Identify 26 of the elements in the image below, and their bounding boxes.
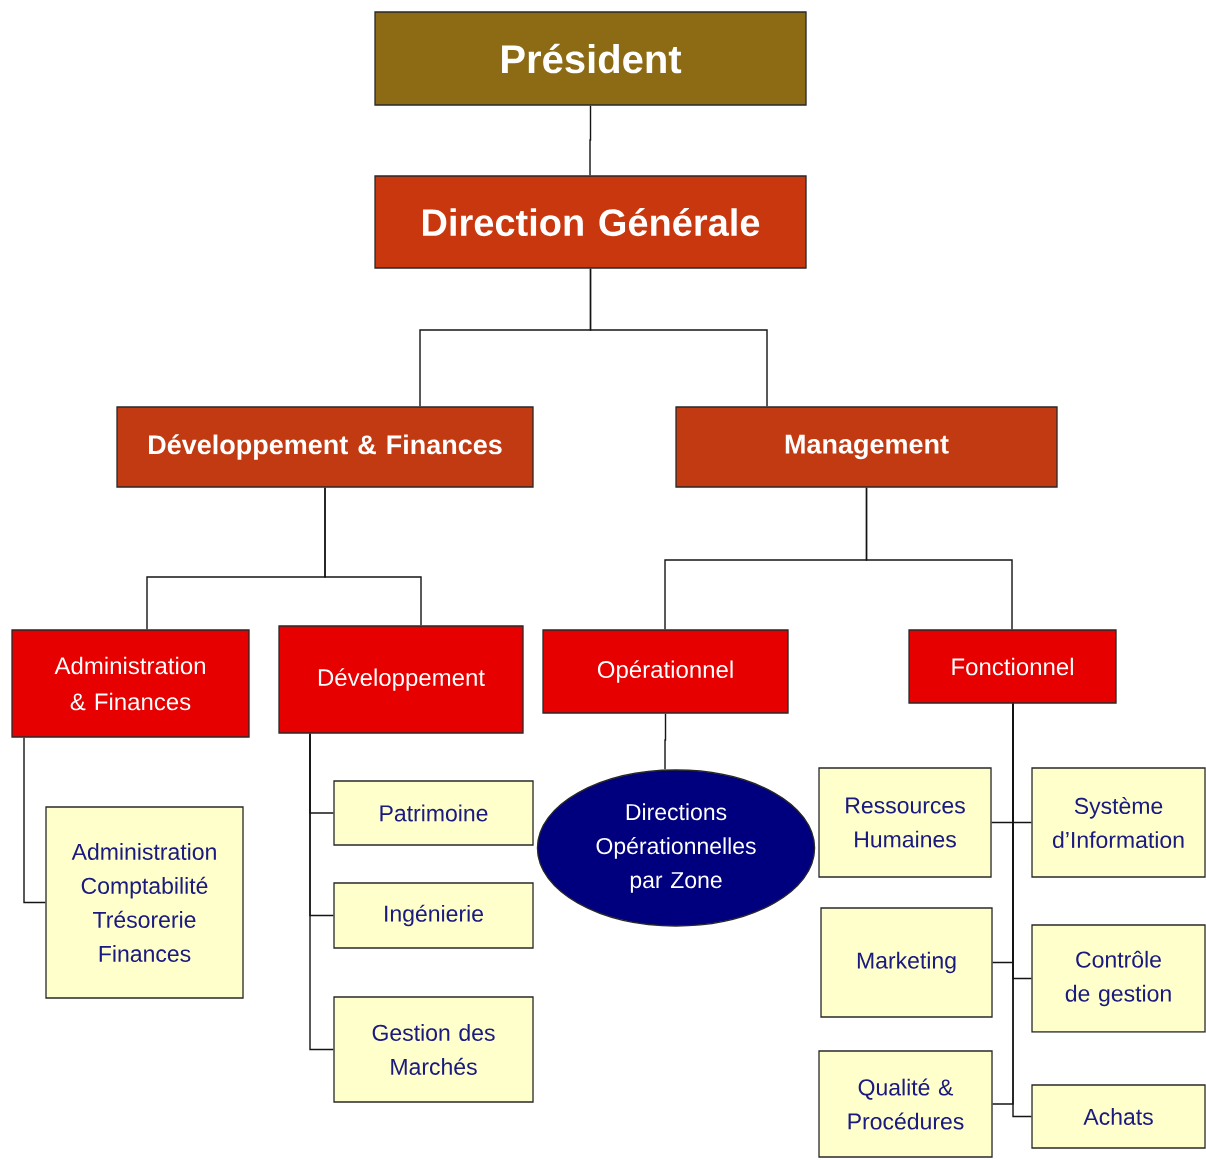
division-box: Management bbox=[675, 406, 1058, 488]
connector-line bbox=[309, 732, 335, 1051]
unit-box: Gestion des Marchés bbox=[333, 996, 534, 1103]
department-box: Fonctionnel bbox=[908, 629, 1117, 704]
title-box: Direction Générale bbox=[374, 175, 807, 269]
unit-box: Contrôle de gestion bbox=[1031, 924, 1206, 1033]
unit-box: Achats bbox=[1031, 1084, 1206, 1149]
unit-box: Marketing bbox=[820, 907, 993, 1018]
connector-line bbox=[589, 104, 592, 177]
unit-box: Ingénierie bbox=[333, 882, 534, 949]
department-box: Administration & Finances bbox=[11, 629, 250, 738]
connector-line bbox=[23, 736, 47, 904]
department-box: Développement bbox=[278, 625, 524, 734]
unit-box: Qualité & Procédures bbox=[818, 1050, 993, 1158]
unit-box: Administration Comptabilité Trésorerie Finances bbox=[45, 806, 244, 999]
connector-line bbox=[324, 486, 422, 627]
title-box: Président bbox=[374, 11, 807, 106]
unit-box: Ressources Humaines bbox=[818, 767, 992, 878]
department-box: Opérationnel bbox=[542, 629, 789, 714]
connector-line bbox=[1012, 702, 1033, 1118]
connector-line bbox=[589, 267, 768, 408]
connector-line bbox=[664, 712, 667, 771]
unit-box: Patrimoine bbox=[333, 780, 534, 846]
connector-line bbox=[865, 486, 1013, 631]
unit-box: Système d’Information bbox=[1031, 767, 1206, 878]
division-box: Développement & Finances bbox=[116, 406, 534, 488]
